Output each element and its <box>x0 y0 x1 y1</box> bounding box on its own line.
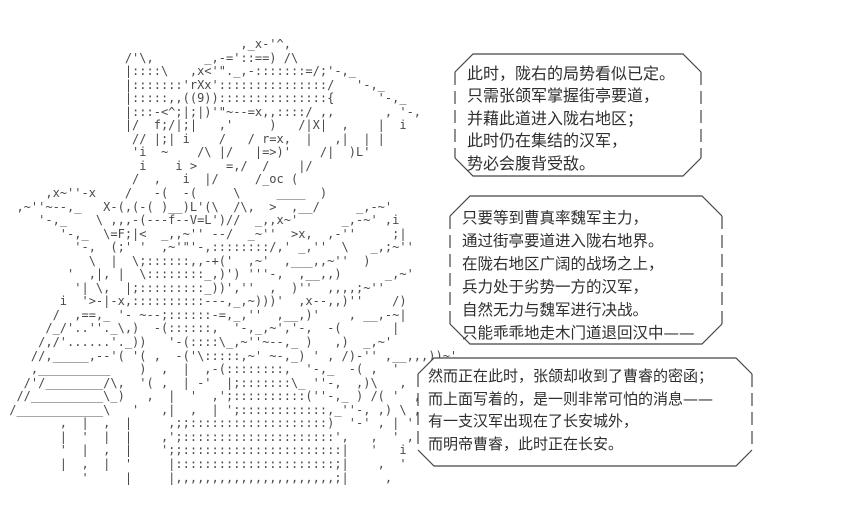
bubble-text-line: 此时，陇右的局势看似已定。 <box>467 64 676 83</box>
bubble-text-line: 兵力处于劣势一方的汉军， <box>462 278 649 296</box>
bubble-text-line: 然而正在此时，张颌却收到了曹睿的密函； <box>428 367 714 385</box>
ascii-art-character: ,_x-'^, /'\, _,-='::==) /\ |::::\ ,x<'".… <box>9 37 458 485</box>
bubble-text-line: 此时仍在集结的汉军， <box>467 131 628 151</box>
speech-bubble-1: 此时，陇右的局势看似已定。只需张颌军掌握街亭要道，并藉此道进入陇右地区； 此时仍在… <box>449 48 707 182</box>
bubble-text-line: 只要等到曹真率魏军主力， <box>462 209 649 227</box>
bubble-text-line: 在陇右地区广阔的战场之上， <box>462 255 664 273</box>
bubble-text-line: 有一支汉军出现在了长安城外， <box>428 412 639 430</box>
bubble-text-line: 只能乖乖地走木门道退回汉中—— <box>462 324 695 342</box>
bubble-border <box>449 195 723 345</box>
bubble-text-line: 并藉此道进入陇右地区； <box>467 108 644 128</box>
bubble-text-line: 通过街亭要道进入陇右地界。 <box>462 232 664 250</box>
bubble-3-text: 然而正在此时，张颌却收到了曹睿的密函； 而上面写着的，是一则非常可怕的消息—— 有一… <box>428 365 713 455</box>
bubble-2-text: 只要等到曹真率魏军主力， 通过街亭要道进入陇右地界。在陇右地区广阔的战场之上， 兵力… <box>462 207 695 345</box>
bubble-text-line: 自然无力与魏军进行决战。 <box>462 301 649 319</box>
bubble-1-text: 此时，陇右的局势看似已定。只需张颌军掌握街亭要道，并藉此道进入陇右地区； 此时仍在… <box>467 63 675 175</box>
bubble-border <box>454 53 702 177</box>
speech-bubble-2: 只要等到曹真率魏军主力， 通过街亭要道进入陇右地界。在陇右地区广阔的战场之上， 兵力… <box>444 190 728 350</box>
bubble-text-line: 势必会腹背受敌。 <box>467 153 596 173</box>
bubble-border <box>417 357 753 467</box>
bubble-text-line: 而上面写着的，是一则非常可怕的消息—— <box>428 389 714 408</box>
speech-bubble-3: 然而正在此时，张颌却收到了曹睿的密函； 而上面写着的，是一则非常可怕的消息—— 有一… <box>412 352 758 472</box>
bubble-text-line: 而明帝曹睿，此时正在长安。 <box>428 434 624 453</box>
bubble-text-line: 只需张颌军掌握街亭要道， <box>467 86 660 106</box>
